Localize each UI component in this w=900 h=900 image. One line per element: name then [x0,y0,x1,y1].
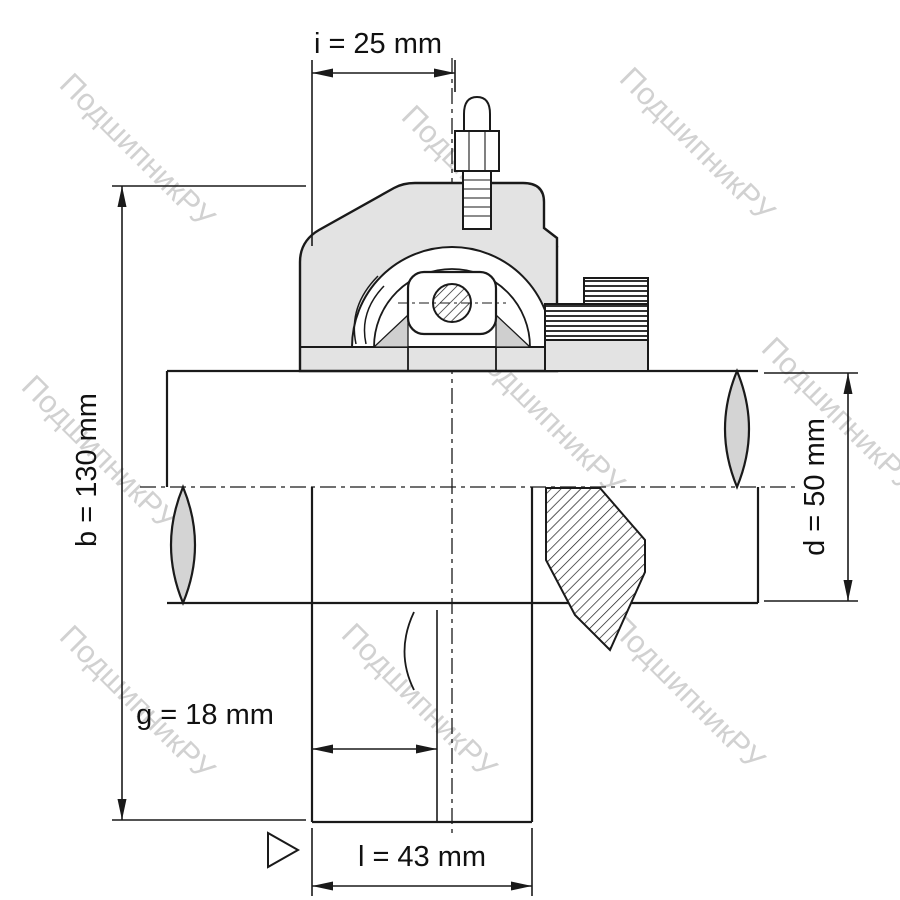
dimension-i: i = 25 mm [311,28,456,246]
arrowhead-right [434,68,455,78]
dimension-d: d = 50 mm [764,372,858,602]
set-screw-section [545,487,646,652]
collar-base [544,339,649,372]
collar-step-lower [544,303,649,341]
shaft [165,368,760,606]
arrowhead-right [416,744,437,754]
arrowhead-bottom [117,799,127,820]
arrowhead-left [312,881,333,891]
inner-ring-sleeve [310,487,534,824]
arrowhead-right [511,881,532,891]
dimension-l: l = 43 mm [311,828,533,896]
arrowhead-top [117,186,127,207]
seal-arc-1 [353,275,379,345]
fitting-hex-body [454,130,500,172]
locking-collar [544,277,649,652]
section-wedge-left [372,313,409,348]
dimension-b: b = 130 mm [71,185,306,821]
watermark-text: ПодшипникРУ [53,66,222,235]
shaft-break-left [169,484,197,606]
section-wedge-right [495,313,532,348]
arrowhead-bottom [843,580,853,601]
collar-step-upper [583,277,649,305]
dimension-i-label: i = 25 mm [314,28,442,60]
fitting-threads [463,179,491,217]
watermark-text: ПодшипникРУ [603,608,772,777]
fitting-hex-facets [468,131,486,171]
dimension-d-label: d = 50 mm [799,418,831,556]
fitting-stem [462,170,492,230]
dimension-g-label: g = 18 mm [136,699,274,731]
sleeve-detail-curve [403,611,415,691]
shaft-break-right [723,368,751,490]
outer-ring-inner-arc [373,268,531,348]
dimension-b-label: b = 130 mm [71,393,103,547]
datum-triangle-symbol [267,831,301,869]
fitting-nipple-tip [463,95,491,132]
arrowhead-top [843,373,853,394]
arrowhead-left [312,744,333,754]
dimension-l-label: l = 43 mm [358,841,486,873]
ball-bearing-section [398,270,506,371]
arrowhead-left [312,68,333,78]
watermark-text: ПодшипникРУ [335,616,504,785]
watermark-text: ПодшипникРУ [613,60,782,229]
dimension-g: g = 18 mm [136,699,437,754]
seal-arc-2 [363,285,385,345]
grease-fitting [454,95,500,230]
